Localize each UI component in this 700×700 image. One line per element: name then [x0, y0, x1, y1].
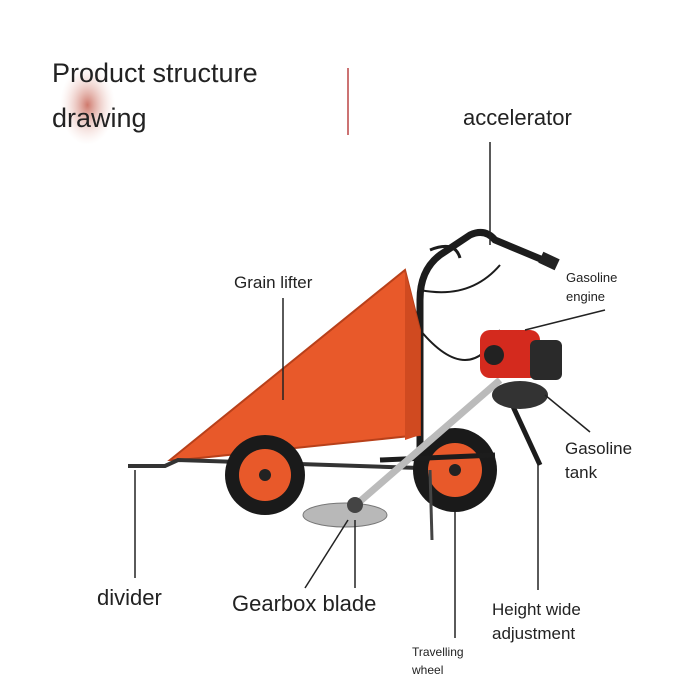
- label-gasoline-tank: Gasoline tank: [565, 437, 632, 485]
- label-gasoline-engine-line1: Gasoline: [566, 270, 618, 285]
- label-gasoline-engine: Gasoline engine: [566, 268, 617, 306]
- label-travelling-wheel: Travelling wheel: [412, 643, 464, 679]
- diagram-title-line1: Product structure: [52, 58, 258, 88]
- label-height-adjustment-line1: Height wide: [492, 600, 581, 619]
- label-accelerator: accelerator: [463, 105, 572, 130]
- label-travelling-wheel-line2: wheel: [412, 663, 444, 677]
- label-divider: divider: [97, 585, 162, 610]
- label-gasoline-tank-line1: Gasoline: [565, 439, 633, 458]
- grain-lifter-body: [167, 268, 421, 461]
- rear-wheel: [225, 435, 305, 515]
- drive-shaft: [347, 377, 503, 513]
- label-gasoline-engine-line2: engine: [566, 289, 606, 304]
- label-height-adjustment: Height wide adjustment: [492, 598, 581, 646]
- gearbox-blade: [302, 502, 388, 528]
- gasoline-tank: [492, 381, 548, 409]
- leader-lines: [134, 142, 606, 638]
- height-adjustment-rod: [507, 398, 543, 467]
- label-travelling-wheel-line1: Travelling: [412, 645, 464, 659]
- label-gearbox-blade: Gearbox blade: [232, 591, 377, 616]
- title-decoration: [60, 65, 115, 145]
- diagram-title-line2: drawing: [52, 103, 147, 133]
- gasoline-engine: [480, 330, 562, 380]
- label-grain-lifter: Grain lifter: [234, 273, 313, 292]
- label-height-adjustment-line2: adjustment: [492, 624, 576, 643]
- label-gasoline-tank-line2: tank: [565, 463, 598, 482]
